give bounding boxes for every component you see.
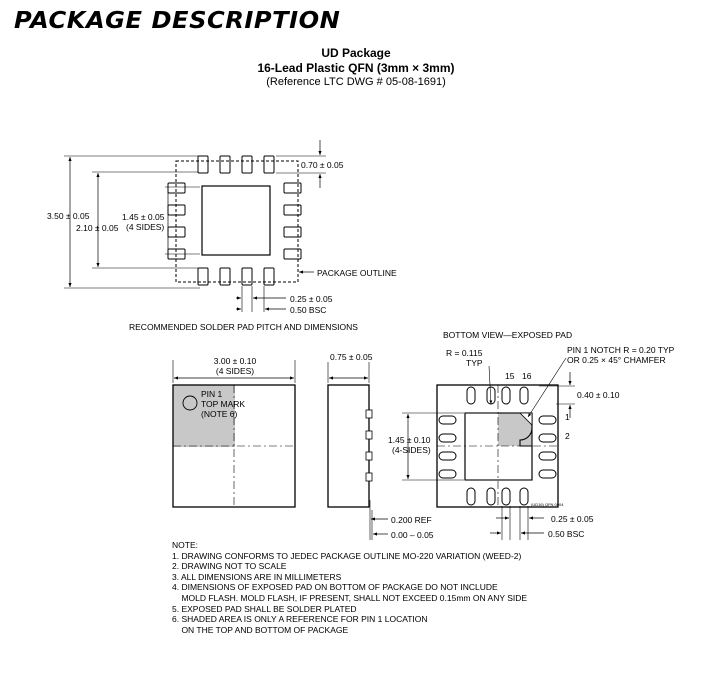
r0115-label-line2: TYP xyxy=(466,358,483,368)
bottom-dim-025-label: 0.25 ± 0.05 xyxy=(551,514,594,524)
bottom-lead xyxy=(438,433,457,443)
pin1-mark xyxy=(182,395,198,411)
pin2-number-label: 2 xyxy=(565,431,570,441)
side-view-body xyxy=(327,384,370,508)
footprint-pad xyxy=(263,155,275,174)
note-item: 4. DIMENSIONS OF EXPOSED PAD ON BOTTOM O… xyxy=(172,582,498,593)
bottom-dim-050-label: 0.50 BSC xyxy=(548,529,585,539)
note-item: 5. EXPOSED PAD SHALL BE SOLDER PLATED xyxy=(172,603,357,614)
dim-040-label: 0.40 ± 0.10 xyxy=(577,390,620,400)
dim-300-sides-label: (4 SIDES) xyxy=(215,366,255,376)
footprint-caption: RECOMMENDED SOLDER PAD PITCH AND DIMENSI… xyxy=(129,322,358,332)
bottom-lead xyxy=(438,451,457,461)
package-outline-label: PACKAGE OUTLINE xyxy=(317,268,397,278)
bottom-view-drawing xyxy=(402,357,575,540)
footprint-pad xyxy=(283,248,302,260)
bottom-lead xyxy=(538,451,557,461)
bottom-lead xyxy=(486,487,496,506)
dim-0200-label: 0.200 REF xyxy=(391,515,432,525)
package-subtitle: 16-Lead Plastic QFN (3mm × 3mm) xyxy=(257,61,455,75)
footprint-pad xyxy=(263,267,275,286)
note-item: 2. DRAWING NOT TO SCALE xyxy=(172,561,287,572)
note-item: 1. DRAWING CONFORMS TO JEDEC PACKAGE OUT… xyxy=(172,550,522,561)
drawing-code-label: (UD16) QFN 0904 xyxy=(531,502,564,507)
note-item: ON THE TOP AND BOTTOM OF PACKAGE xyxy=(172,624,349,635)
pin1-label-line2: TOP MARK xyxy=(201,399,246,409)
pin1-shaded-area xyxy=(173,385,235,447)
footprint-pad xyxy=(241,267,253,286)
pin16-label: 16 xyxy=(522,371,532,381)
bottom-lead xyxy=(538,415,557,425)
bottom-lead xyxy=(519,386,529,405)
section-heading: PACKAGE DESCRIPTION xyxy=(14,8,341,34)
footprint-pad xyxy=(283,182,302,194)
bottom-lead xyxy=(501,386,511,405)
package-reference: (Reference LTC DWG # 05-08-1691) xyxy=(266,76,446,88)
pin15-label: 15 xyxy=(505,371,515,381)
bottom-lead xyxy=(438,469,457,479)
footprint-pad xyxy=(219,155,231,174)
dim-025-label: 0.25 ± 0.05 xyxy=(290,294,333,304)
dim-210-label: 2.10 ± 0.05 xyxy=(76,223,119,233)
note-item: 6. SHADED AREA IS ONLY A REFERENCE FOR P… xyxy=(172,614,428,625)
bottom-lead xyxy=(519,487,529,506)
bottom-lead xyxy=(501,487,511,506)
notes-heading: NOTE: xyxy=(172,540,198,550)
bottom-lead xyxy=(466,487,476,506)
note-item: 3. ALL DIMENSIONS ARE IN MILLIMETERS xyxy=(172,571,342,582)
bottom-view-caption: BOTTOM VIEW—EXPOSED PAD xyxy=(443,330,573,340)
notes-block: NOTE: 1. DRAWING CONFORMS TO JEDEC PACKA… xyxy=(172,540,527,635)
dim-050-label: 0.50 BSC xyxy=(290,305,327,315)
bottom-dim-145-label: 1.45 ± 0.10 xyxy=(388,435,431,445)
dim-300-label: 3.00 ± 0.10 xyxy=(213,356,257,366)
pin1-label-line3: (NOTE 6) xyxy=(201,409,238,419)
dim-070-label: 0.70 ± 0.05 xyxy=(301,160,344,170)
footprint-pad xyxy=(219,267,231,286)
package-outline xyxy=(175,160,299,283)
dim-075-label: 0.75 ± 0.05 xyxy=(330,352,373,362)
bottom-dim-145-sides-label: (4-SIDES) xyxy=(392,445,431,455)
dim-145-sides-label: (4 SIDES) xyxy=(126,222,165,232)
package-title: UD Package xyxy=(321,46,391,60)
pin1-label-line1: PIN 1 xyxy=(201,389,223,399)
footprint-pad xyxy=(241,155,253,174)
footprint-pad xyxy=(283,226,302,238)
dim-350-label: 3.50 ± 0.05 xyxy=(47,211,90,221)
bottom-exposed-pad xyxy=(464,412,533,481)
notch-label-line2: OR 0.25 × 45° CHAMFER xyxy=(567,355,666,365)
bottom-lead xyxy=(538,469,557,479)
pin1-number-label: 1 xyxy=(565,412,570,422)
top-view-drawing xyxy=(172,360,296,508)
bottom-lead xyxy=(466,386,476,405)
dim-145-label: 1.45 ± 0.05 xyxy=(122,212,165,222)
footprint-pad xyxy=(197,155,209,174)
note-item: MOLD FLASH. MOLD FLASH, IF PRESENT, SHAL… xyxy=(172,592,528,603)
notch-label-line1: PIN 1 NOTCH R = 0.20 TYP xyxy=(567,345,675,355)
exposed-pad xyxy=(201,185,271,256)
dim-000-label: 0.00 – 0.05 xyxy=(391,530,434,540)
bottom-lead xyxy=(438,415,457,425)
bottom-lead xyxy=(538,433,557,443)
r0115-label-line1: R = 0.115 xyxy=(446,348,483,358)
footprint-pad xyxy=(283,204,302,216)
footprint-pad xyxy=(197,267,209,286)
side-view-drawing xyxy=(327,362,388,540)
footprint-drawing xyxy=(64,140,326,312)
